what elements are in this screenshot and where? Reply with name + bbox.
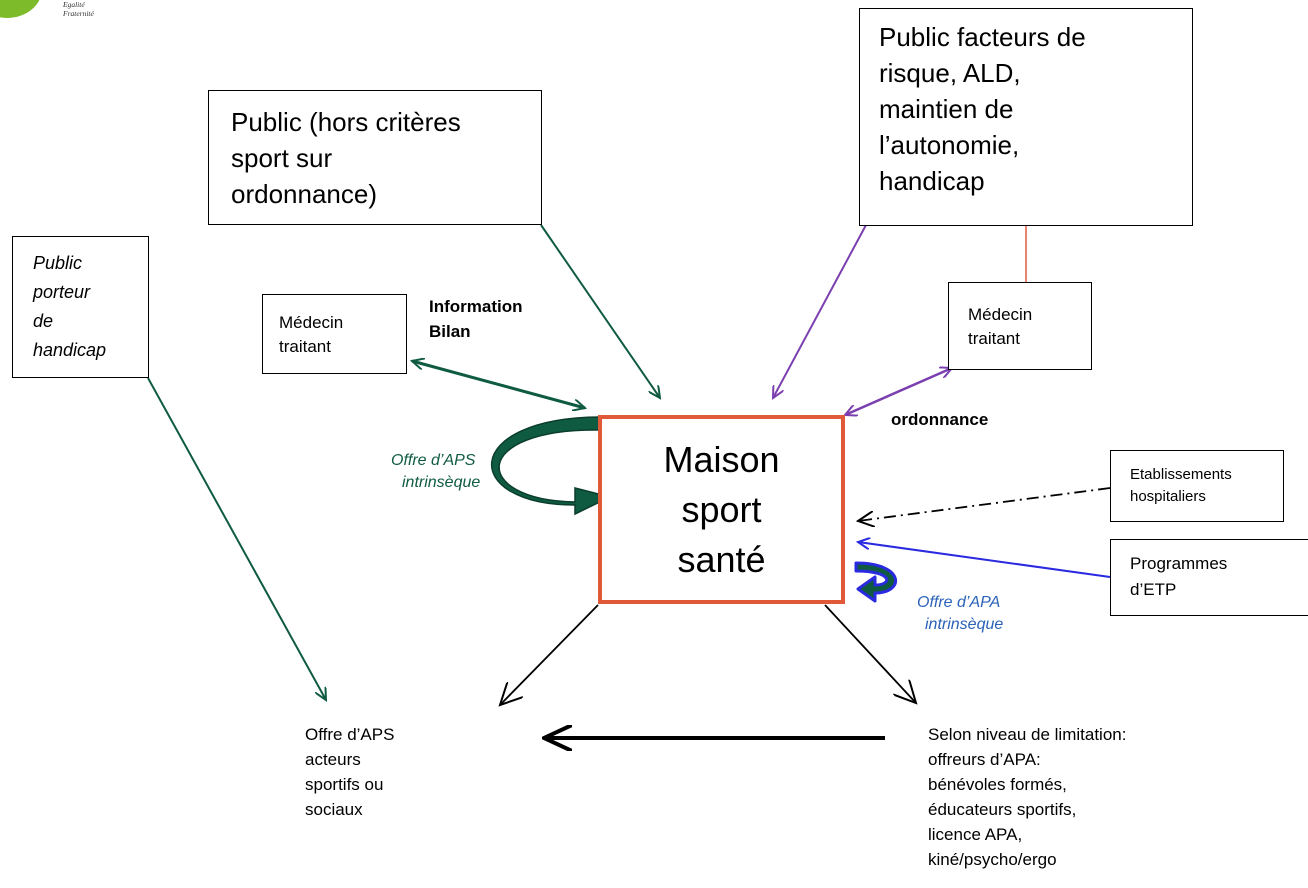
label-offre-aps-intrinseque: Offre d’APS intrinsèque xyxy=(391,452,481,491)
box-medecin-traitant-left: Médecin traitant xyxy=(262,294,407,374)
arrow-public-facteurs-to-maison xyxy=(773,224,867,398)
label-selon-niveau: Selon niveau de limitation: offreurs d’A… xyxy=(928,725,1127,869)
box-public-hors-criteres-text: Public (hors critères sport sur ordonnan… xyxy=(231,107,461,209)
logo-motto-fraternite: Fraternité xyxy=(63,9,94,18)
arrow-medecin-left-maison xyxy=(412,361,585,408)
box-programmes-text: Programmes d’ETP xyxy=(1130,554,1228,599)
box-medecin-traitant-right: Médecin traitant xyxy=(948,282,1092,370)
box-programmes-etp: Programmes d’ETP xyxy=(1110,539,1308,616)
arrow-public-hors-criteres-to-maison xyxy=(540,224,660,398)
box-public-handicap-text: Public porteur de handicap xyxy=(33,253,107,360)
arrow-programmes-to-maison xyxy=(858,542,1111,578)
arrow-etablissements-to-maison xyxy=(858,487,1111,521)
box-maison-text: Maison sport santé xyxy=(663,439,780,580)
label-offre-apa-intrinseque: Offre d’APA intrinsèque xyxy=(917,594,1004,633)
box-etablissements-hospitaliers: Etablissements hospitaliers xyxy=(1110,450,1284,522)
label-offre-aps-acteurs: Offre d’APS acteurs sportifs ou sociaux xyxy=(305,725,395,819)
offre-apa-curved-arrow xyxy=(854,561,898,603)
label-information-bilan: Information Bilan xyxy=(429,297,523,341)
box-public-hors-criteres: Public (hors critères sport sur ordonnan… xyxy=(208,90,542,225)
box-medecin-left-text: Médecin traitant xyxy=(279,313,344,356)
box-etablissements-text: Etablissements hospitaliers xyxy=(1130,466,1232,505)
box-maison-sport-sante: Maison sport santé xyxy=(598,415,845,604)
arrow-maison-to-selon-niveau xyxy=(824,604,916,703)
arrow-public-handicap-to-offre-aps xyxy=(147,377,326,700)
offre-aps-curved-arrow xyxy=(490,416,613,516)
box-public-facteurs: Public facteurs de risque, ALD, maintien… xyxy=(859,8,1193,226)
arrow-maison-medecin-right xyxy=(845,368,952,415)
box-medecin-right-text: Médecin traitant xyxy=(968,305,1033,348)
arrow-maison-to-offre-aps xyxy=(500,604,599,705)
label-ordonnance: ordonnance xyxy=(891,410,989,429)
logo-motto-egalite: Egalité xyxy=(63,0,85,9)
box-public-handicap: Public porteur de handicap xyxy=(12,236,149,378)
box-public-facteurs-text: Public facteurs de risque, ALD, maintien… xyxy=(879,22,1086,196)
